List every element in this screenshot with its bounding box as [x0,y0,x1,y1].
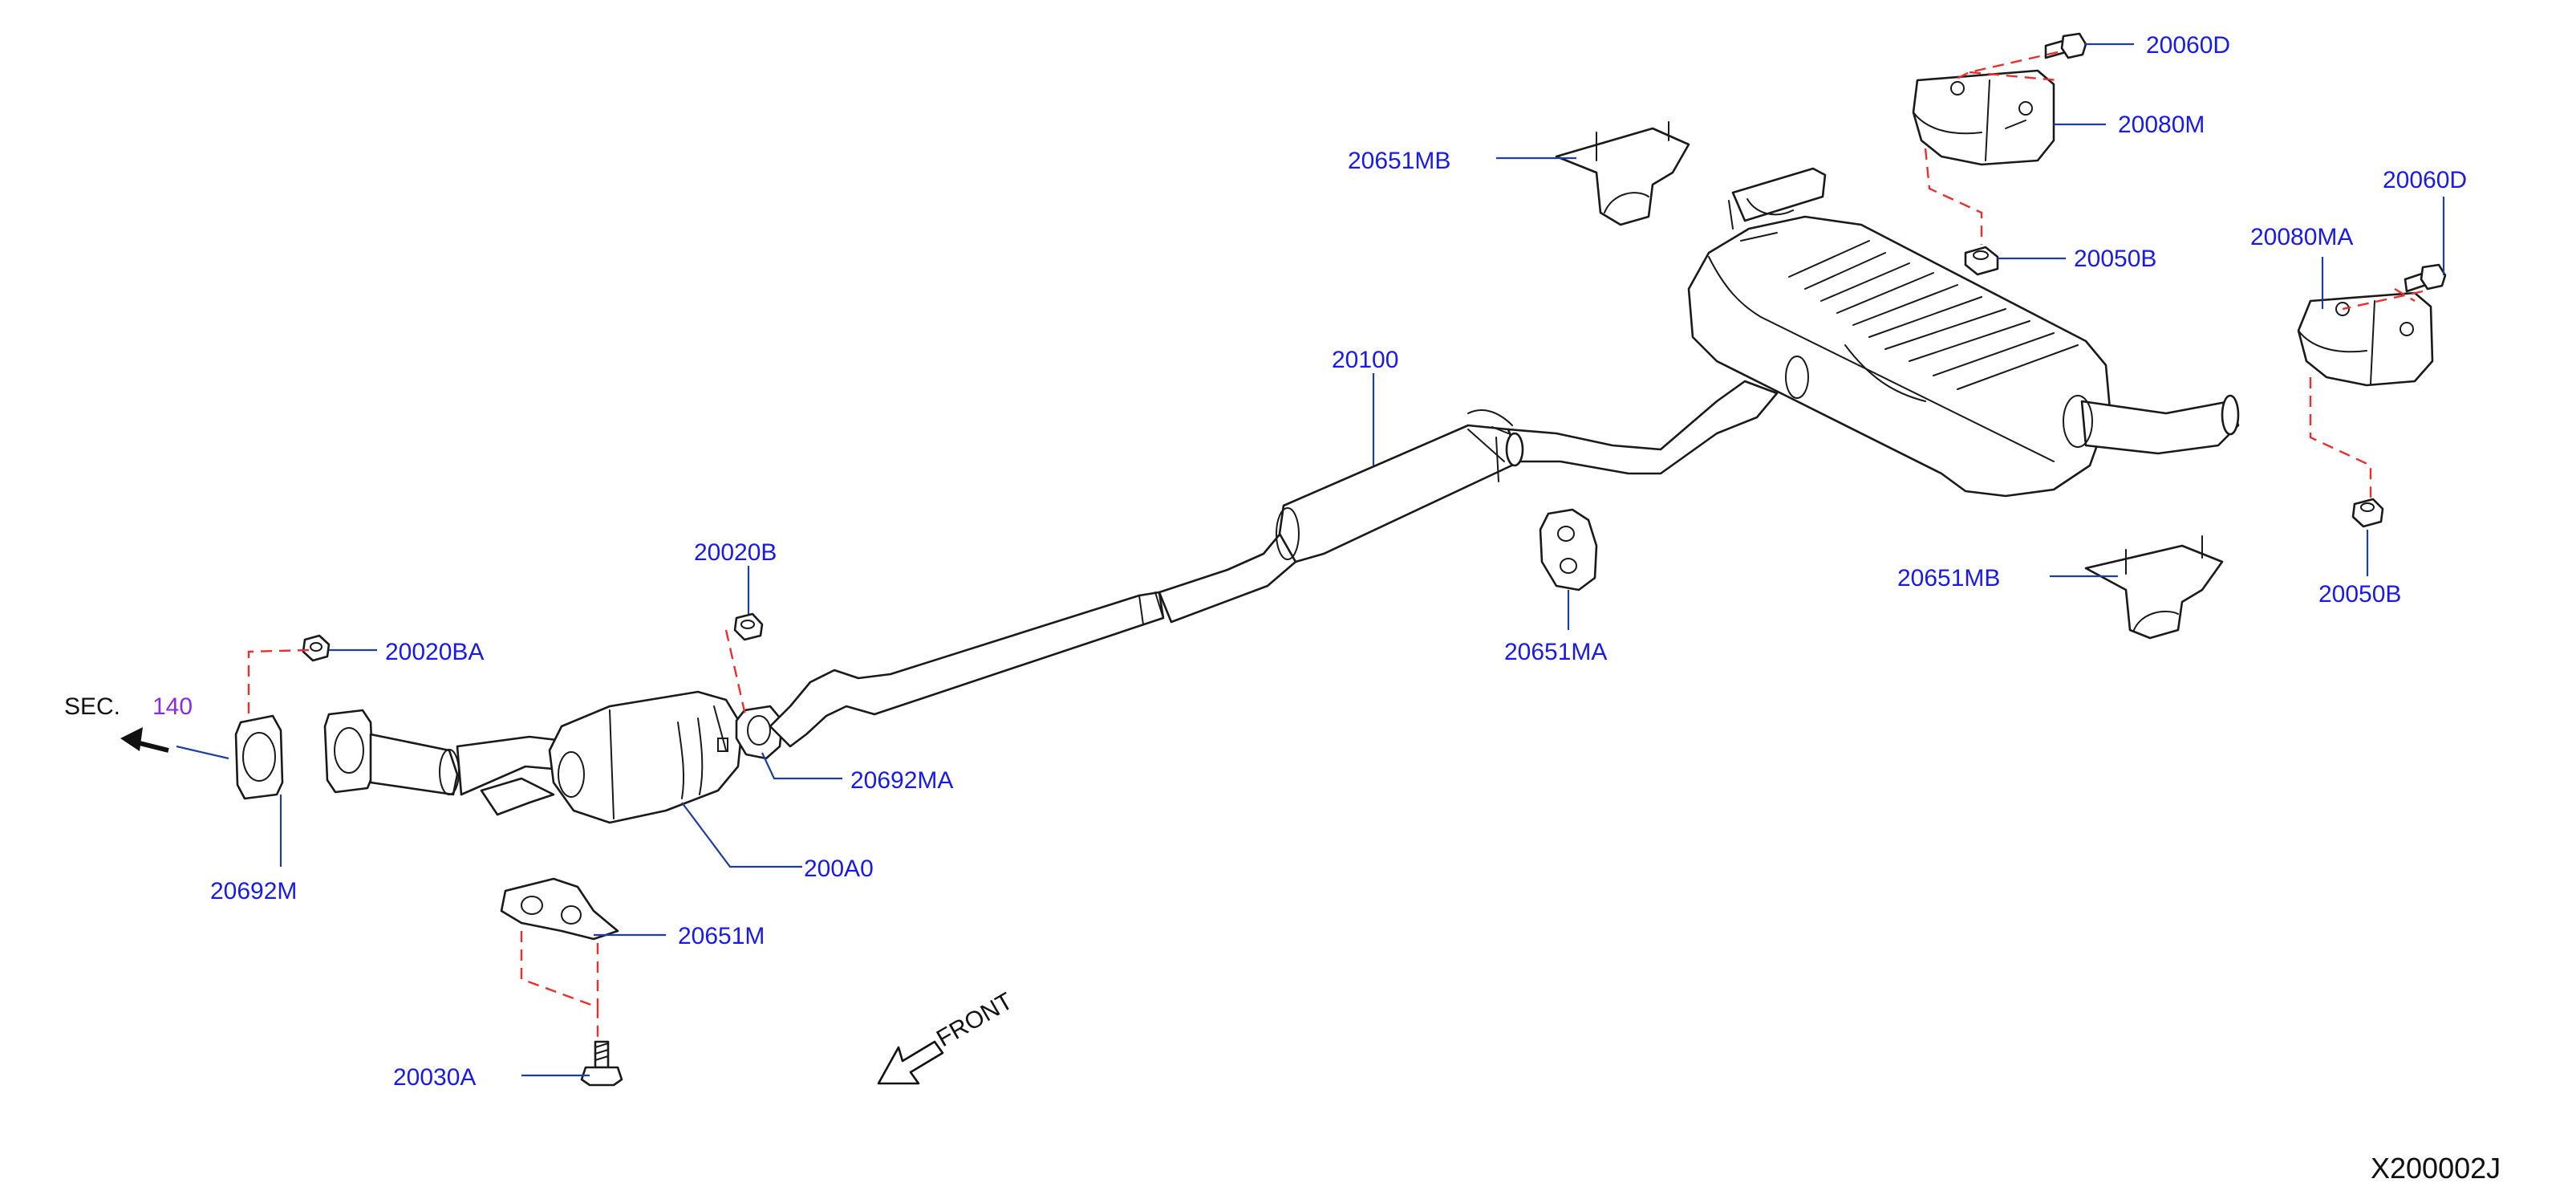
center-pipe-part [769,380,1779,748]
callout-20651M[interactable]: 20651M [678,923,765,949]
nut-20020BA-part [302,634,331,662]
callout-20050B-upper[interactable]: 20050B [2074,246,2156,272]
callout-20651MB-upper[interactable]: 20651MB [1348,148,1450,174]
bracket-20651M-part [500,877,619,941]
callout-20651MB-lower[interactable]: 20651MB [1897,565,2000,591]
callout-20080M[interactable]: 20080M [2118,112,2205,138]
hanger-bracket-lower-part [2084,535,2224,640]
section-reference-arrow [120,727,169,753]
catalytic-converter-part [548,690,744,824]
heat-shield-lower-part [2297,291,2434,387]
front-gasket-part [234,714,284,800]
callout-20692M[interactable]: 20692M [210,878,297,904]
section-ref-number[interactable]: 140 [152,693,193,720]
nut-20020B-part [733,612,764,641]
figure-code: X200002J [2371,1152,2501,1185]
callout-20080MA[interactable]: 20080MA [2250,224,2353,250]
bolt-20030A-part [580,1040,623,1087]
nut-20050B-lower-part [2351,498,2384,528]
center-gasket-part [735,705,784,760]
rubber-mount-part [1539,508,1598,591]
callout-20020BA[interactable]: 20020BA [385,639,484,665]
callout-200A0[interactable]: 200A0 [804,856,874,882]
callout-20020B[interactable]: 20020B [694,539,777,566]
assembly-guide-lines [247,51,2424,1043]
main-muffler-part [1687,167,2240,498]
section-ref-prefix: SEC. [64,693,120,720]
callout-20060D-lower[interactable]: 20060D [2383,167,2467,193]
bolt-20060D-lower-part [2404,263,2447,293]
nut-20050B-upper-part [1964,246,1999,276]
front-pipe-part [323,709,579,816]
front-direction-arrow [877,1040,944,1085]
callout-20030A[interactable]: 20030A [393,1064,476,1091]
heat-shield-upper-part [1912,69,2055,166]
callout-20651MA[interactable]: 20651MA [1504,639,1607,665]
hanger-bracket-upper-part [1555,121,1690,226]
callout-20692MA[interactable]: 20692MA [850,767,953,794]
callout-20100[interactable]: 20100 [1332,347,1398,373]
callout-20060D-upper[interactable]: 20060D [2146,32,2230,59]
callout-20050B-lower[interactable]: 20050B [2318,581,2401,608]
leader-lines [176,43,2445,1077]
front-label: FRONT [932,988,1017,1052]
